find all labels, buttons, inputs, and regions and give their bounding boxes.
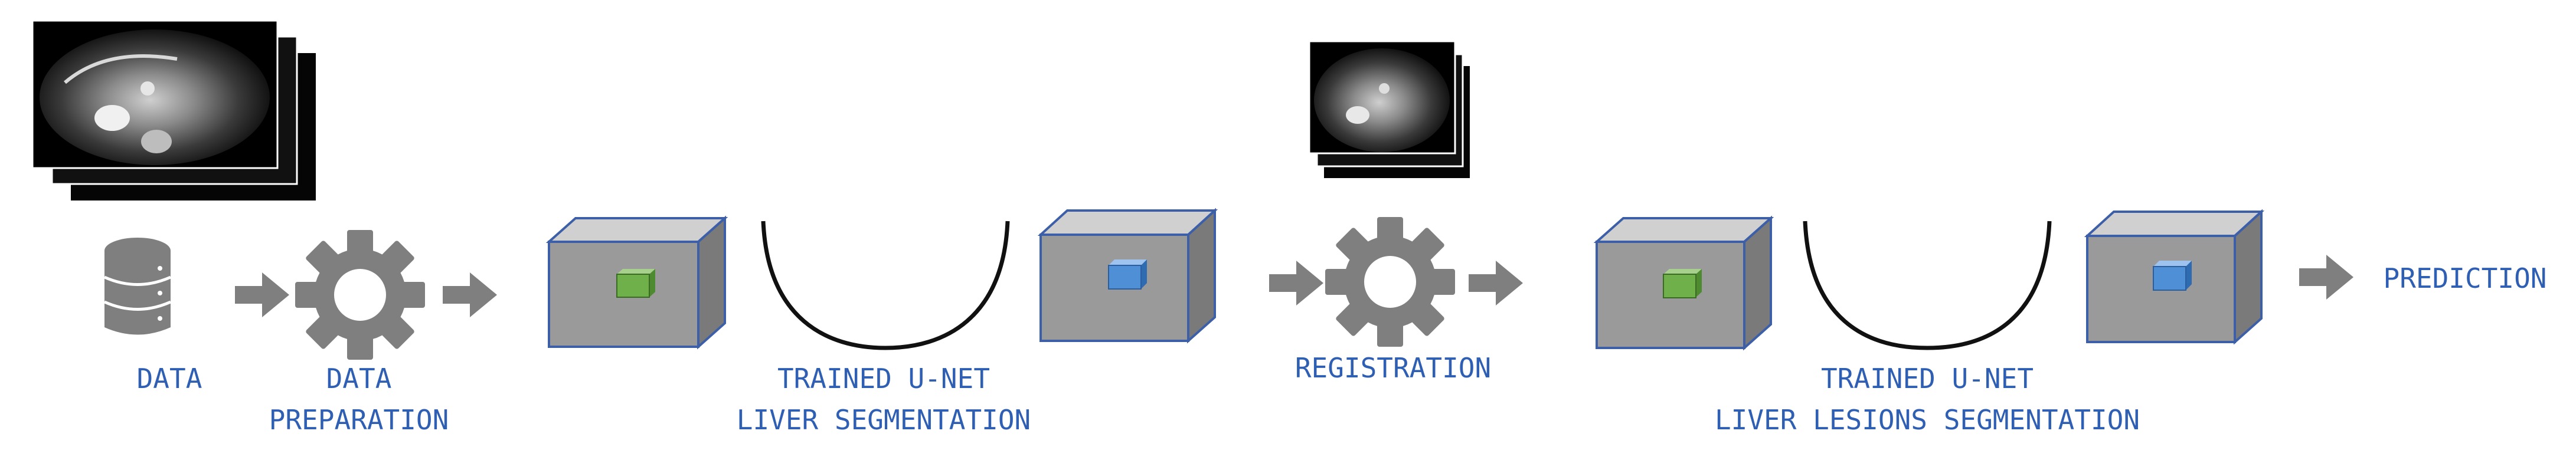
label-data-preparation-line2: PREPARATION — [269, 404, 449, 436]
unet-u-shape-icon — [1803, 221, 2052, 350]
label-unet1-line2: LIVER SEGMENTATION — [737, 404, 1031, 436]
arrow-right-icon — [2299, 255, 2353, 300]
gear-icon — [295, 230, 425, 360]
label-data-preparation-line1: DATA — [326, 363, 392, 395]
volume-cube-icon — [1593, 215, 1774, 351]
label-prediction: PREDICTION — [2384, 262, 2547, 294]
volume-cube-icon — [2084, 209, 2265, 345]
mri-scan-stack-icon — [31, 19, 316, 201]
arrow-right-icon — [1469, 261, 1523, 305]
label-data: DATA — [137, 363, 202, 395]
label-unet2-line2: LIVER LESIONS SEGMENTATION — [1715, 404, 2140, 436]
arrow-right-icon — [1269, 261, 1323, 305]
volume-cube-icon — [545, 215, 728, 350]
mri-scan-stack-icon-small — [1308, 40, 1470, 178]
label-registration: REGISTRATION — [1295, 352, 1491, 384]
arrow-right-icon — [235, 272, 289, 317]
database-icon — [103, 238, 172, 335]
volume-cube-icon — [1037, 208, 1218, 344]
label-unet1-line1: TRAINED U-NET — [777, 363, 990, 395]
gear-icon — [1325, 217, 1455, 347]
unet-u-shape-icon — [761, 221, 1010, 350]
label-unet2-line1: TRAINED U-NET — [1821, 363, 2034, 395]
arrow-right-icon — [443, 272, 497, 317]
